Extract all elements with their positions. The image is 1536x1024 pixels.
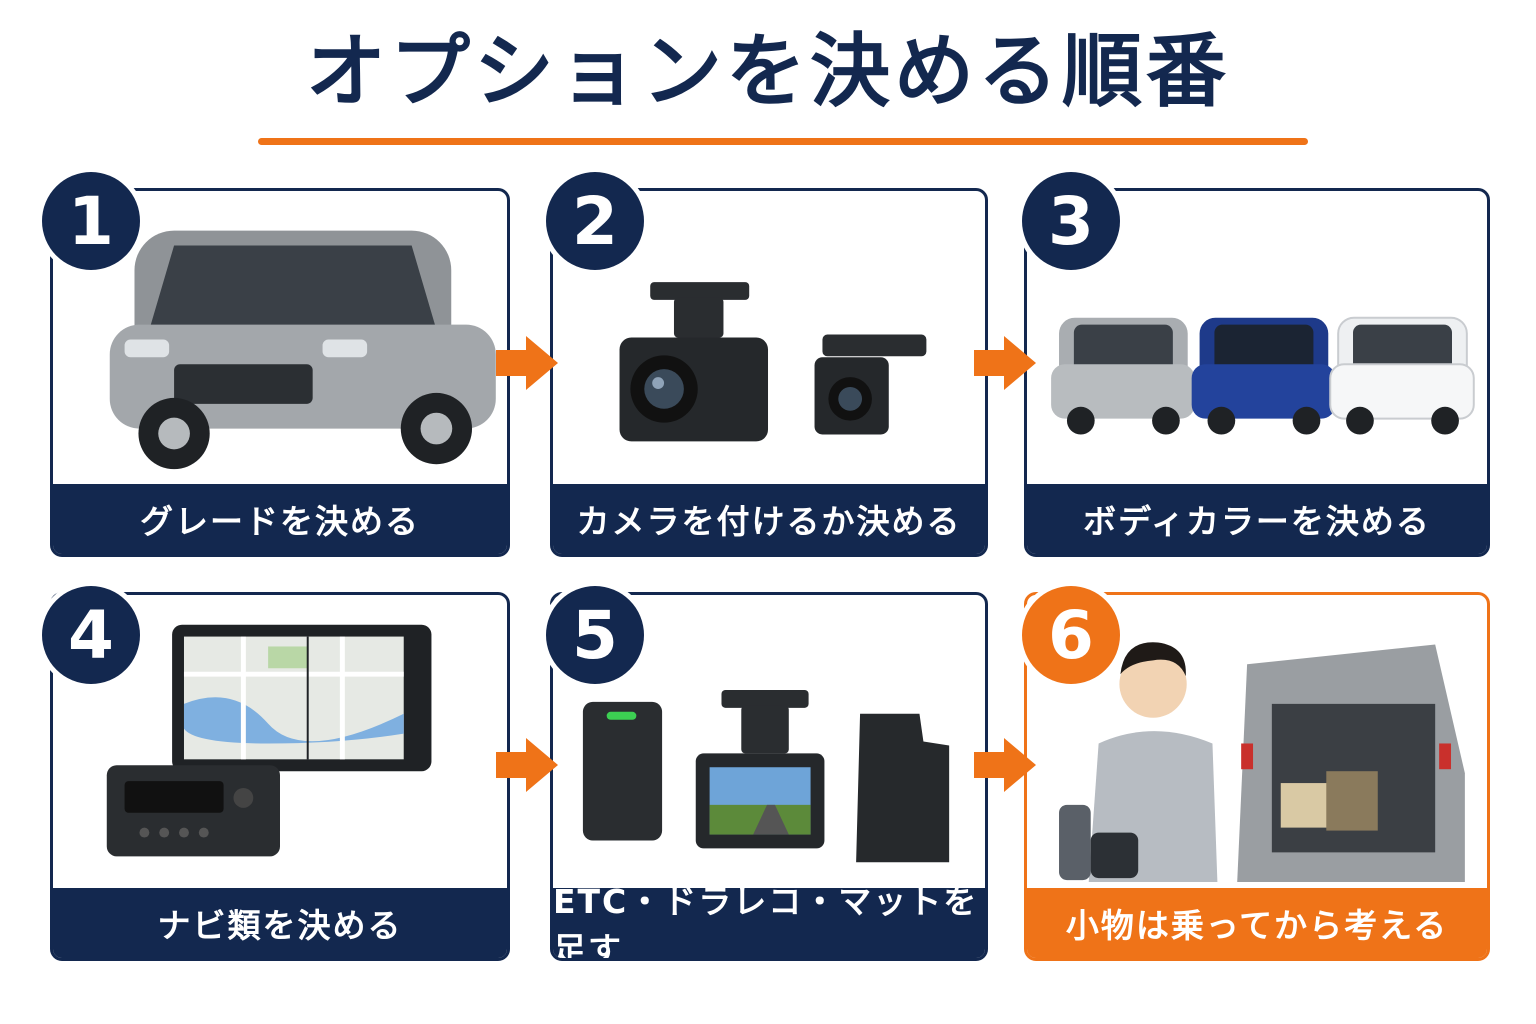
step-number-4: 4 (42, 586, 140, 684)
step-card-5: ETC・ドラレコ・マットを足す (550, 592, 988, 961)
step-card-6: 小物は乗ってから考える (1024, 592, 1490, 961)
step-number-2: 2 (546, 172, 644, 270)
step-label-4: ナビ類を決める (53, 888, 507, 958)
step-number-3: 3 (1022, 172, 1120, 270)
step-label-1: グレードを決める (53, 484, 507, 554)
body-color-cars-icon (1027, 191, 1487, 484)
step-number-5: 5 (546, 586, 644, 684)
page-title: オプションを決める順番 (306, 25, 1230, 118)
step-card-1: グレードを決める (50, 188, 510, 557)
step-label-5: ETC・ドラレコ・マットを足す (553, 882, 985, 958)
arrow-right-icon (974, 336, 1036, 390)
step-number-6: 6 (1022, 586, 1120, 684)
navigation-icon (53, 595, 507, 888)
step-label-2: カメラを付けるか決める (553, 484, 985, 554)
step-number-1: 1 (42, 172, 140, 270)
camera-icon (553, 191, 985, 484)
accessories-icon (1027, 595, 1487, 888)
arrow-right-icon (974, 738, 1036, 792)
arrow-right-icon (496, 336, 558, 390)
arrow-right-icon (496, 738, 558, 792)
step-label-3: ボディカラーを決める (1027, 484, 1487, 554)
step-label-6: 小物は乗ってから考える (1027, 888, 1487, 958)
car-icon (53, 191, 507, 484)
etc-dashcam-mat-icon (553, 595, 985, 888)
title-underline (258, 138, 1308, 145)
